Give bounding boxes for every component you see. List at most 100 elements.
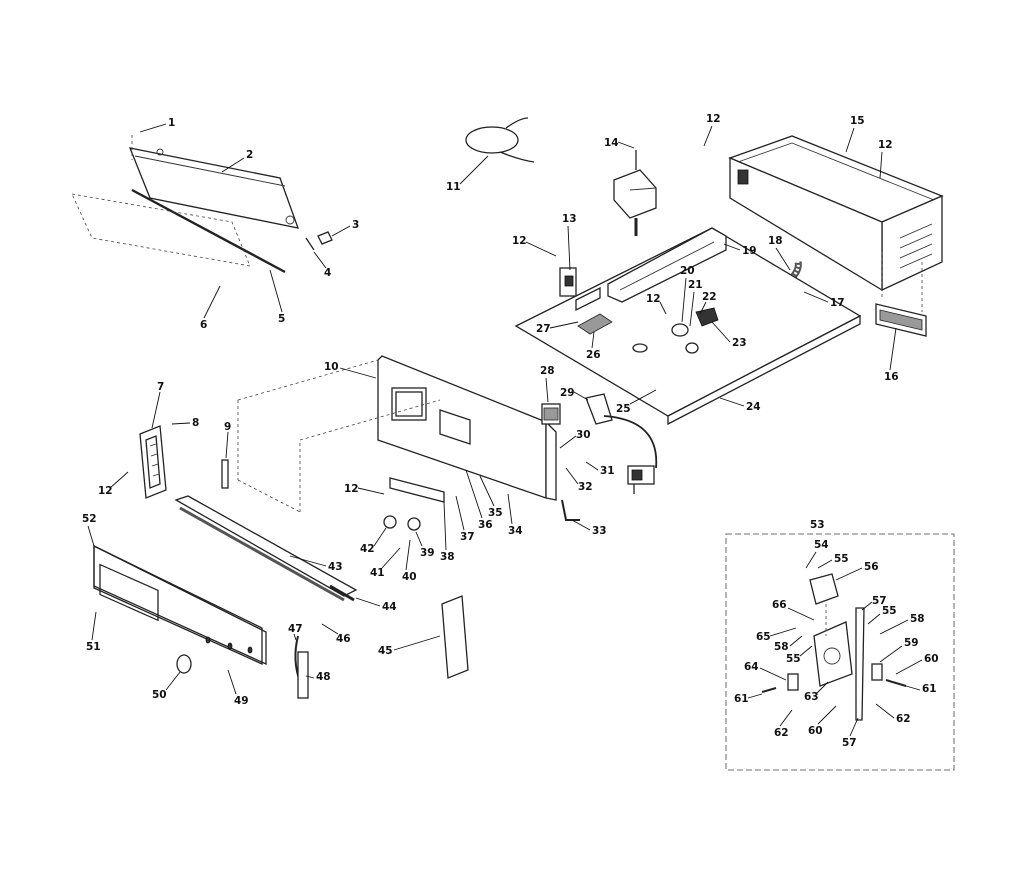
label-14: 14 [604,137,619,149]
switch-14 [613,150,657,236]
part-labels: 1 2 3 4 5 6 7 8 9 10 11 12 12 12 12 12 1… [82,113,939,749]
label-47: 47 [288,623,303,635]
rod-9 [221,459,229,489]
glass-panel-6 [71,193,251,267]
label-56: 56 [864,561,879,573]
label-66: 66 [772,599,787,611]
label-2: 2 [246,149,253,161]
label-40: 40 [402,571,417,583]
label-55-b: 55 [882,605,897,617]
label-60-b: 60 [808,725,823,737]
label-62-a: 62 [774,727,789,739]
label-1: 1 [168,117,175,129]
label-6: 6 [200,319,207,331]
bracket-13 [559,267,577,297]
label-55-c: 55 [786,653,801,665]
side-bracket-7 [139,425,167,499]
label-35: 35 [488,507,503,519]
label-12-b: 12 [706,113,721,125]
wire-assembly [561,415,658,521]
label-26: 26 [586,349,601,361]
label-10: 10 [324,361,339,373]
label-58-b: 58 [774,641,789,653]
label-24: 24 [746,401,761,413]
label-60-a: 60 [924,653,939,665]
label-33: 33 [592,525,607,537]
knob-50 [176,654,192,674]
bracket-16 [875,303,927,337]
clip-3 [317,231,333,245]
base-plate-24 [514,227,862,426]
label-58-a: 58 [910,613,925,625]
label-4: 4 [324,267,331,279]
label-54: 54 [814,539,829,551]
label-21: 21 [688,279,703,291]
label-28: 28 [540,365,555,377]
label-45: 45 [378,645,393,657]
label-48: 48 [316,671,331,683]
label-25: 25 [616,403,631,415]
label-23: 23 [732,337,747,349]
washer-42 [383,515,397,529]
label-61-a: 61 [734,693,749,705]
trim-strip-2 [128,147,300,229]
label-55-a: 55 [834,553,849,565]
bracket-33 [561,499,580,521]
bracket-48 [297,651,309,699]
rail-19 [607,227,727,303]
label-39: 39 [420,547,435,559]
label-11: 11 [446,181,461,193]
label-8: 8 [192,417,199,429]
label-57-a: 57 [872,595,887,607]
label-15: 15 [850,115,865,127]
trim-edge-5 [131,188,286,274]
front-panel-52 [93,544,267,666]
label-64: 64 [744,661,759,673]
valve-parts-20-23 [632,307,719,354]
label-27: 27 [536,323,551,335]
label-44: 44 [382,601,397,613]
label-13: 13 [562,213,577,225]
label-9: 9 [224,421,231,433]
label-49: 49 [234,695,249,707]
label-50: 50 [152,689,167,701]
control-strip-43 [174,495,358,602]
label-51: 51 [86,641,101,653]
label-43: 43 [328,561,343,573]
switch-28-29 [541,393,613,425]
label-59: 59 [904,637,919,649]
label-29: 29 [560,387,575,399]
wire-11 [465,117,535,163]
terminal-block-26 [577,313,613,335]
label-46: 46 [336,633,351,645]
label-36: 36 [478,519,493,531]
label-37: 37 [460,531,475,543]
label-20: 20 [680,265,695,277]
label-12-a: 12 [512,235,527,247]
label-41: 41 [370,567,385,579]
label-7: 7 [157,381,164,393]
label-17: 17 [830,297,845,309]
control-housing-10 [377,355,557,501]
label-63: 63 [804,691,819,703]
label-19: 19 [742,245,757,257]
top-trim-assembly [71,135,333,274]
label-52: 52 [82,513,97,525]
label-53: 53 [810,519,825,531]
label-18: 18 [768,235,783,247]
label-5: 5 [278,313,285,325]
label-30: 30 [576,429,591,441]
label-31: 31 [600,465,615,477]
label-61-b: 61 [922,683,937,695]
label-12-c: 12 [878,139,893,151]
label-22: 22 [702,291,717,303]
label-12-d: 12 [646,293,661,305]
label-62-b: 62 [896,713,911,725]
label-38: 38 [440,551,455,563]
top-cover-15 [728,135,944,292]
label-16: 16 [884,371,899,383]
label-3: 3 [352,219,359,231]
panel-45 [441,595,469,679]
label-57-b: 57 [842,737,857,749]
